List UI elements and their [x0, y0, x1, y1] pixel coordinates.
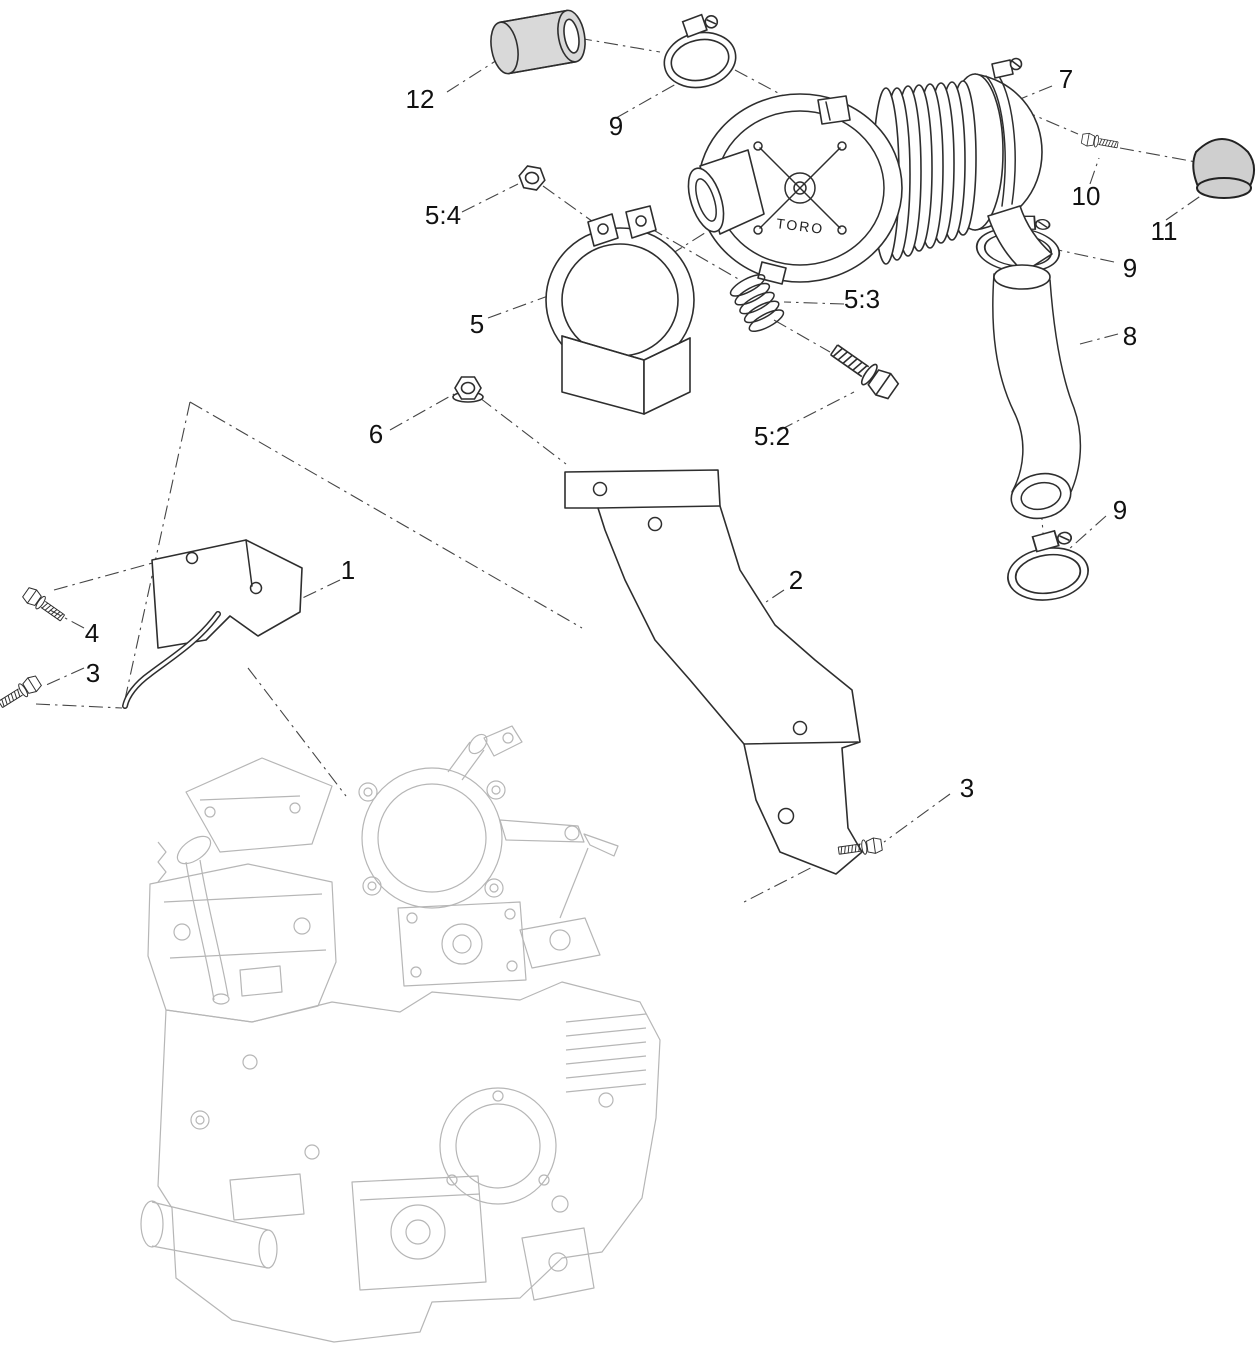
brand-text: TORO: [775, 215, 825, 237]
part-7-clamp-screw: [991, 59, 1014, 79]
callout-5-2: 5:2: [754, 421, 790, 451]
part-5-4-nut: [516, 164, 548, 192]
callout-3-left: 3: [86, 658, 100, 688]
part-5-2-bolt: [825, 338, 902, 403]
part-7-outlet-neck: [987, 205, 1053, 273]
callout-10: 10: [1072, 181, 1101, 211]
callout-7: 7: [1059, 64, 1073, 94]
part-5-clamp-mount: [545, 205, 695, 415]
callout-2: 2: [789, 565, 803, 595]
part-7-latch: [817, 95, 851, 125]
callout-1: 1: [341, 555, 355, 585]
part-4-bolt: [20, 585, 68, 626]
callout-5-4: 5:4: [425, 200, 461, 230]
part-7-air-cleaner: TORO: [687, 57, 1053, 285]
callout-4: 4: [85, 618, 99, 648]
callout-6: 6: [369, 419, 383, 449]
callout-9-bottom: 9: [1113, 495, 1127, 525]
callout-9-right: 9: [1123, 253, 1137, 283]
part-5-3-spring: [729, 273, 785, 333]
part-9-clamp-top: [654, 8, 742, 95]
part-3-bolt-left: [0, 673, 44, 712]
part-11-cap: [1192, 138, 1255, 199]
callouts: 12 9 7 10 11 5:4 5 5:3 9 8 5:2 6 9 1 4 3…: [85, 64, 1178, 803]
engine-assembly-outline: [140, 725, 661, 1343]
part-6-flange-nut: [452, 376, 484, 403]
callout-8: 8: [1123, 321, 1137, 351]
part-8-hose: [992, 264, 1082, 520]
callout-11: 11: [1151, 216, 1178, 246]
callout-5-3: 5:3: [844, 284, 880, 314]
part-10-fitting: [1080, 131, 1120, 152]
part-12-sleeve: [490, 9, 586, 75]
callout-5: 5: [470, 309, 484, 339]
callout-9-top: 9: [609, 111, 623, 141]
callout-3-right: 3: [960, 773, 974, 803]
part-1-bracket: [122, 539, 303, 709]
part-9-clamp-bottom: [1001, 526, 1093, 606]
part-2-bracket: [564, 469, 863, 875]
callout-12: 12: [406, 84, 435, 114]
